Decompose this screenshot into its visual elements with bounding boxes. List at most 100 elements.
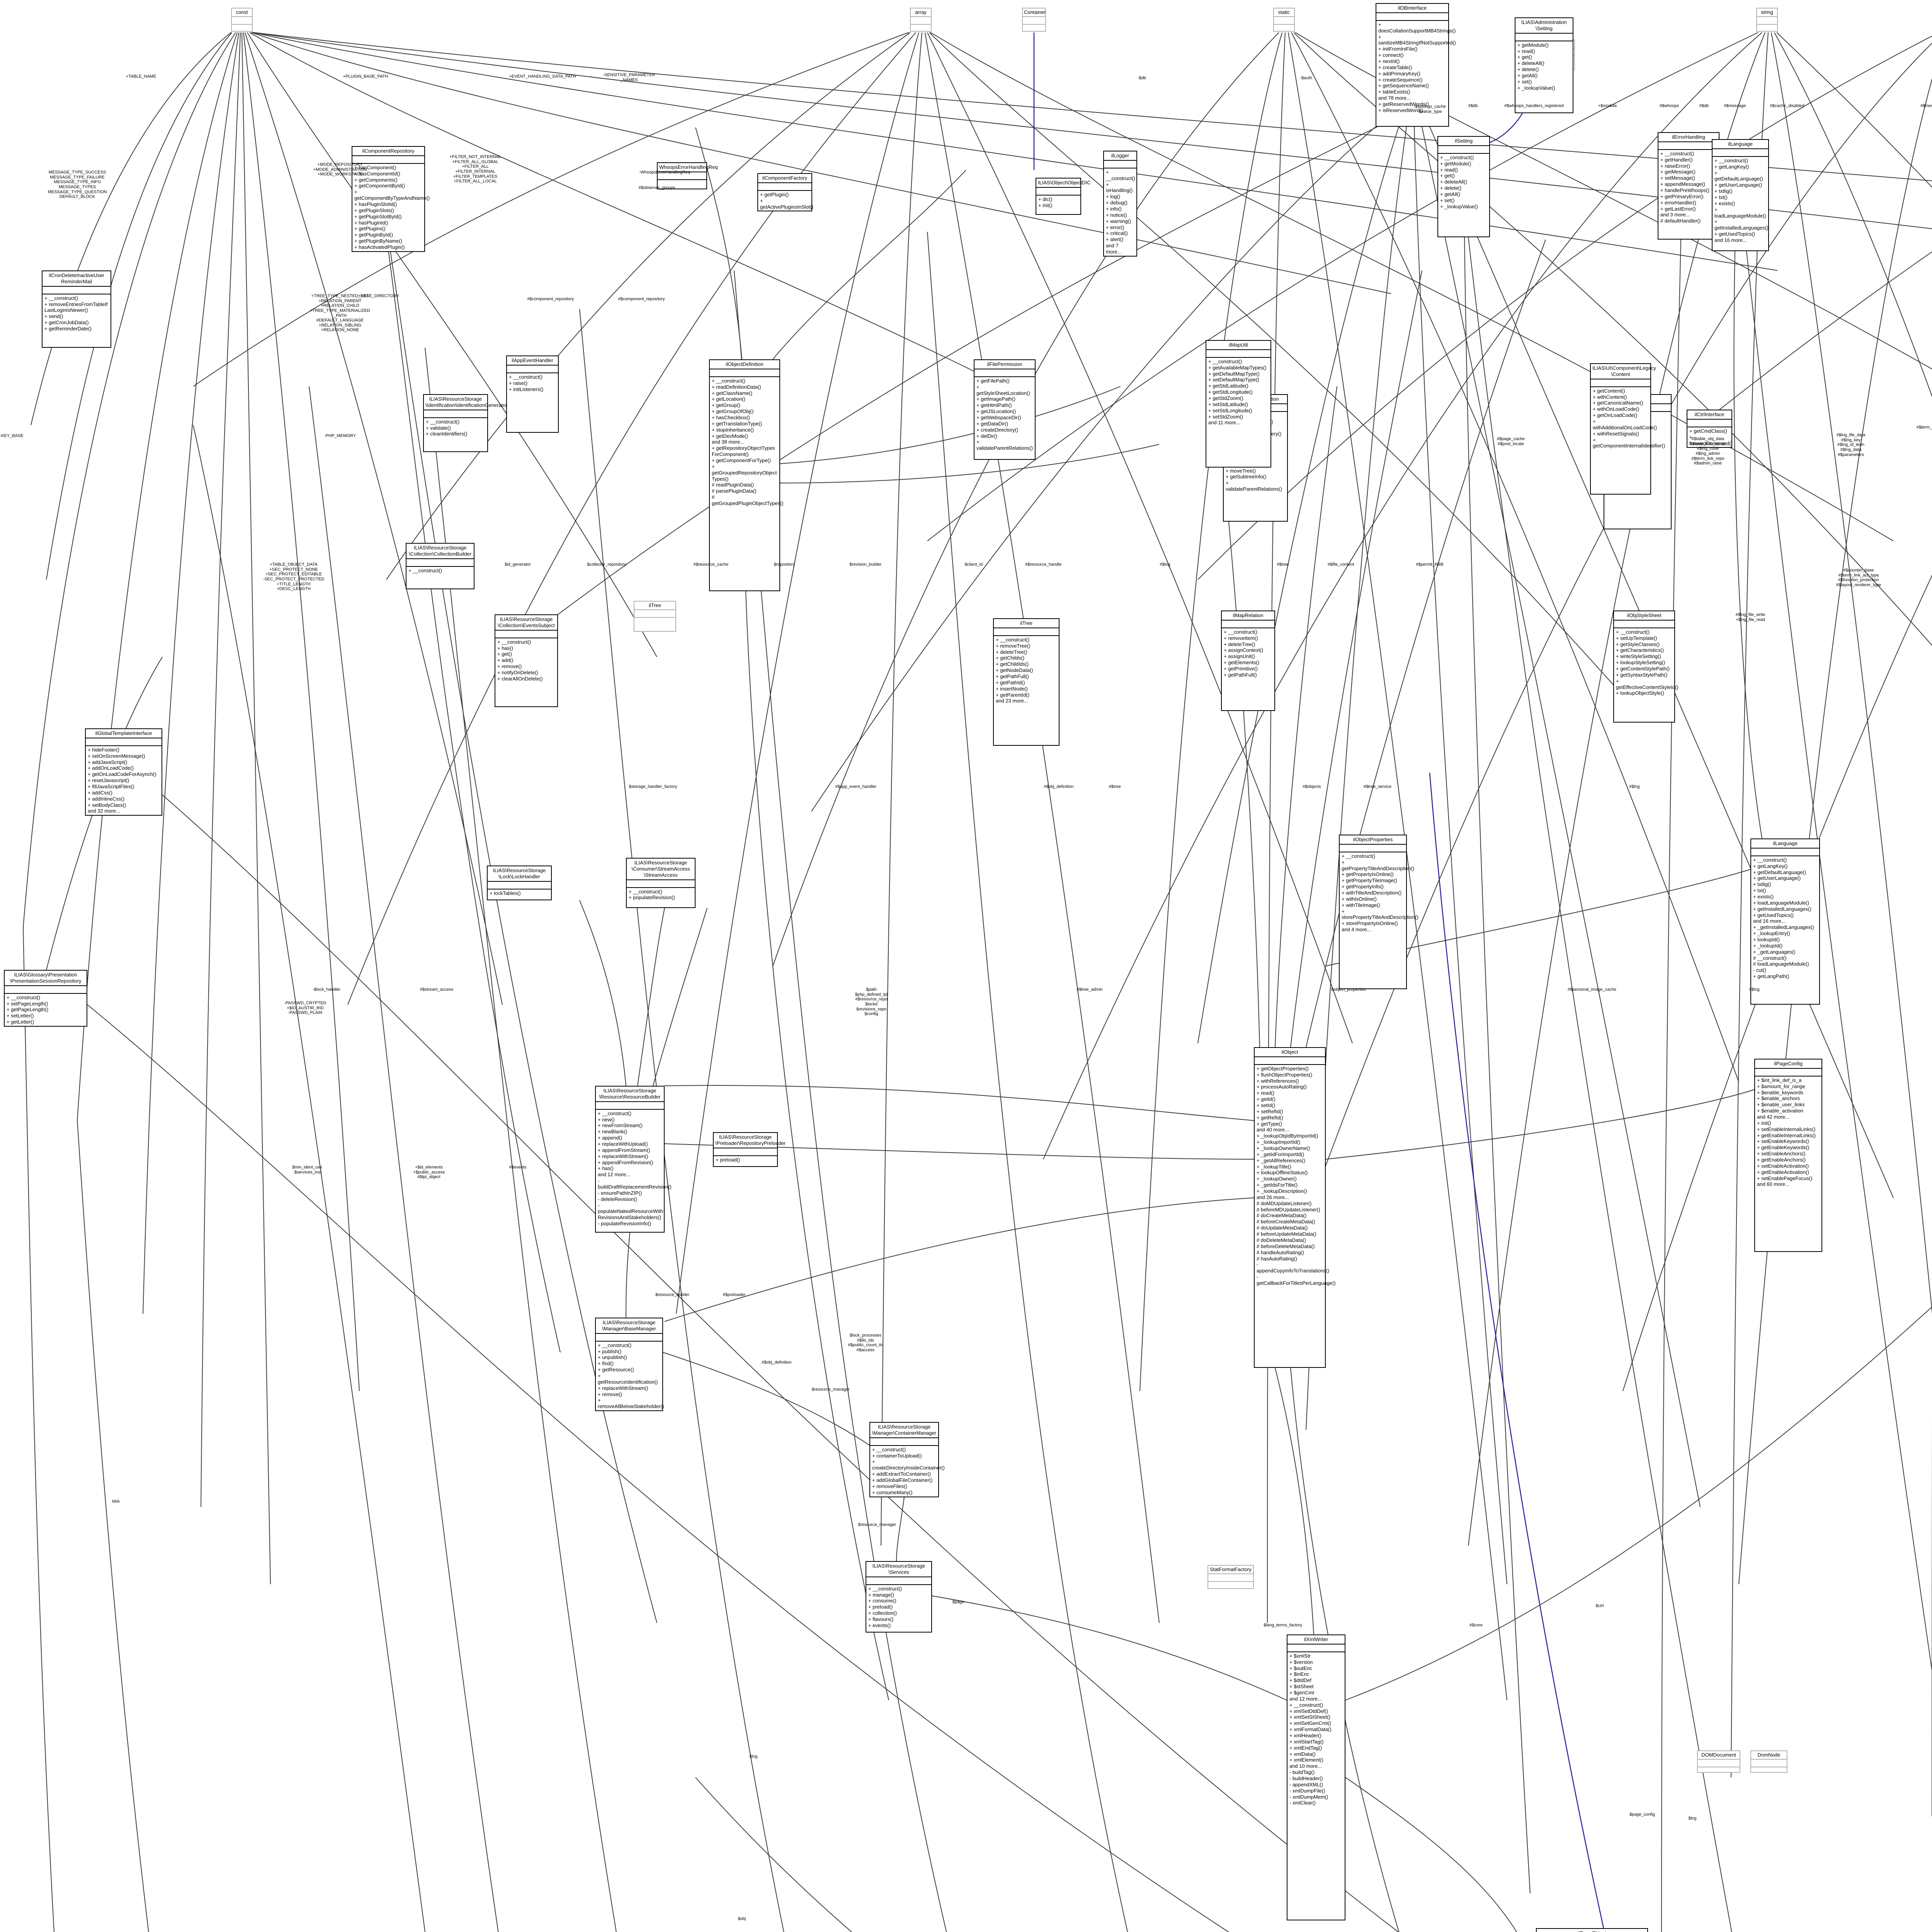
uml-class-node[interactable]: WhoopsErrorHandlingReq [657, 162, 718, 189]
uml-class-attributes [232, 17, 252, 25]
uml-class-attributes [866, 1577, 931, 1585]
uml-class-node[interactable]: ilTree [634, 601, 676, 632]
uml-class-node[interactable]: DOMDocument [1697, 1750, 1740, 1773]
edge-label: #$db [1468, 104, 1478, 108]
uml-class-name: ilObject [1255, 1048, 1325, 1057]
uml-class-name: Container [1023, 9, 1046, 17]
uml-class-node[interactable]: ilTree+ __construct() + removeTree() + d… [993, 618, 1060, 746]
uml-class-attributes [488, 882, 551, 889]
uml-class-name: ilObjStyleSheet [1614, 611, 1674, 621]
edge-label: +FILTER_NOT_INTERNAL +FILTER_ALL_GLOBAL … [449, 155, 501, 184]
uml-class-node[interactable]: ILIAS\ResourceStorage \Collection\Collec… [406, 543, 474, 589]
uml-class-node[interactable]: ilFilePermission+ getFilePath() + getSty… [974, 359, 1036, 460]
uml-class-node[interactable]: ILIAS\ResourceStorage \Lock\LockHandler+… [487, 866, 552, 900]
uml-class-operations [658, 180, 706, 182]
uml-class-operations: + getObjectProperties() + flushObjectPro… [1257, 1065, 1336, 1286]
uml-class-name: ILIAS\ResourceStorage \Identification\Id… [424, 395, 507, 410]
uml-class-node[interactable]: ilAppEventHandler+ __construct() + raise… [506, 355, 559, 433]
uml-class-name: ILIAS\Object\ObjectDIC [1036, 179, 1091, 188]
uml-class-name: ILIAS\Glossary\Presentation \Presentatio… [5, 971, 87, 986]
edge-label: #$lng_file_write +$lng_file_read [1735, 612, 1765, 622]
uml-class-attributes [1274, 17, 1294, 25]
uml-class-operations: + doesCollationSupportMB4Strings() + san… [1378, 21, 1456, 113]
uml-class-attributes [1222, 621, 1274, 628]
uml-class-node[interactable]: ILIAS\ResourceStorage \Identification\Id… [423, 394, 507, 452]
uml-class-node[interactable]: ILIAS\ResourceStorage \Manager\Container… [869, 1422, 945, 1497]
uml-class-name: ilLanguage [1751, 839, 1819, 849]
edge-label: -KEY_BASE [0, 434, 24, 438]
uml-class-operations: + hasComponent() + hasComponentId() + ge… [354, 164, 430, 250]
uml-class-node[interactable]: ilErrorHandling+ __construct() + getHand… [1658, 132, 1719, 240]
uml-class-node[interactable]: ilLogger+ __construct() + isHandling() +… [1103, 151, 1137, 257]
uml-class-attributes [1023, 17, 1045, 25]
uml-class-node[interactable]: ilObject + getObjectProperties() + flushO… [1254, 1047, 1336, 1368]
uml-class-node[interactable]: static [1273, 8, 1295, 32]
uml-class-node[interactable]: ilObjectDefinition+ __construct() + read… [709, 359, 784, 591]
uml-class-operations: + __construct() + getAvailableMapTypes()… [1208, 358, 1267, 426]
uml-class-name: ILIAS\UI\Component\Legacy \Content [1591, 364, 1656, 379]
uml-class-node[interactable]: DomNode [1750, 1750, 1787, 1773]
edge-label: $lng [1688, 1816, 1697, 1821]
edge-label: $repository [774, 562, 795, 567]
uml-class-node[interactable]: array [910, 8, 932, 32]
uml-class-node[interactable]: StatFormatFactory [1208, 1565, 1254, 1589]
uml-class-node[interactable]: ILIAS\Glossary\Presentation \Presentatio… [4, 970, 87, 1027]
edge-label: #$tree_admin [1077, 987, 1103, 992]
uml-class-node[interactable]: ILIAS\ResourceStorage \Services+ __const… [866, 1561, 932, 1633]
uml-class-node[interactable]: ilSetting+ __construct() + getModule() +… [1437, 136, 1490, 237]
uml-class-node[interactable]: const [231, 8, 253, 32]
uml-class-node[interactable]: ilCtrlInterface+ getCmdClass() + forward… [1687, 410, 1733, 448]
edge-label: $path $php_defined_tpl #$resource_repo $… [855, 987, 888, 1017]
uml-class-node[interactable]: ilMapUtil+ __construct() + getAvailableM… [1206, 340, 1271, 468]
uml-class-name: ilComponentRepository [352, 147, 424, 156]
uml-class-node[interactable]: ILIAS\ResourceStorage \Consumer\StreamAc… [626, 858, 696, 908]
edge-label: #$whoops [1659, 104, 1679, 108]
uml-class-name: ilLanguage [1713, 140, 1768, 149]
uml-class-name: WhoopsErrorHandlingReq [658, 163, 718, 172]
uml-class-node[interactable]: ILIAS\Object\ObjectDIC + dic() + init() [1036, 178, 1091, 215]
uml-class-node[interactable]: ilGlobalTemplateInterface+ hideFooter() … [85, 728, 162, 816]
uml-class-node[interactable]: ilDBInterface+ doesCollationSupportMB4St… [1376, 3, 1456, 127]
edge-label: $resource_manager [858, 1522, 896, 1527]
uml-class-node[interactable]: ILIAS\ResourceStorage \Manager\BaseManag… [595, 1318, 664, 1412]
edge-label: $ctrl [1595, 1604, 1604, 1608]
uml-class-attributes [994, 628, 1059, 636]
edge-label: #$tree_service [1363, 784, 1392, 789]
uml-class-node[interactable]: ilLanguage+ __construct() + getLangKey()… [1712, 139, 1769, 251]
uml-class-attributes [870, 1438, 938, 1446]
uml-class-node[interactable]: ILIAS\ResourceStorage \Resource\Resource… [595, 1086, 672, 1233]
uml-class-node[interactable]: string [1756, 8, 1778, 32]
uml-class-operations [1698, 1767, 1740, 1769]
uml-class-node[interactable]: ILIAS\Administration \Setting+ getModule… [1515, 17, 1573, 113]
uml-class-node[interactable]: ilComponentRepository + hasComponent() + … [352, 146, 430, 252]
uml-class-node[interactable]: ilPageObject+ $encoding # $concrete_lang… [1536, 1928, 1648, 1932]
edge-label: -PHP_MEMORY [324, 434, 356, 438]
uml-class-node[interactable]: ilCronDeleteInactiveUser ReminderMail+ _… [42, 270, 111, 348]
uml-class-name: ILIAS\ResourceStorage \Lock\LockHandler [488, 866, 551, 882]
uml-class-node[interactable]: ilLanguage+ __construct() + getLangKey()… [1750, 838, 1820, 1005]
uml-class-operations: + __construct() + has() + get() + add() … [497, 639, 543, 682]
uml-class-node[interactable]: ILIAS\ResourceStorage \Preloader\Reposit… [713, 1132, 786, 1167]
uml-class-node[interactable]: ilXmlWriter+ $xmlStr + $version + $outEn… [1287, 1634, 1345, 1920]
edge-label: #$counter_base #$term_link_act_type #$fu… [1836, 568, 1881, 587]
uml-class-node[interactable]: ilPageConfig+ $int_link_def_is_a + $amou… [1754, 1059, 1822, 1252]
uml-class-node[interactable]: ilComponentFactory+ getPlugin() + getAct… [757, 173, 813, 212]
edge-label: #$term_lng_enabled [1916, 425, 1932, 430]
uml-class-attributes [627, 880, 695, 888]
uml-class-operations: + __construct() + raise() + initListener… [509, 374, 544, 392]
uml-class-node[interactable]: ilObjectProperties+ __construct() + getP… [1339, 835, 1418, 989]
uml-class-operations [1023, 25, 1045, 26]
uml-class-node[interactable]: ilObjStyleSheet+ __construct() + setUpTe… [1613, 611, 1679, 723]
uml-class-node[interactable]: ilMapRelation+ __construct() + removeIte… [1221, 611, 1275, 711]
edge-label: #$db [1699, 104, 1709, 108]
uml-class-node[interactable]: Container [1022, 8, 1046, 32]
uml-class-node[interactable]: ILIAS\ResourceStorage \Collection\Events… [495, 614, 558, 707]
uml-class-node[interactable]: ILIAS\UI\Component\Legacy \Content+ getC… [1590, 363, 1665, 495]
uml-class-attributes [5, 986, 87, 994]
uml-class-operations: + __construct() + containerToUpload() + … [872, 1446, 945, 1495]
uml-class-operations: + dic() + init() [1038, 196, 1053, 208]
uml-class-attributes [1104, 161, 1136, 168]
uml-class-name: ILIAS\ResourceStorage \Services [866, 1562, 931, 1577]
uml-class-attributes [43, 287, 111, 294]
